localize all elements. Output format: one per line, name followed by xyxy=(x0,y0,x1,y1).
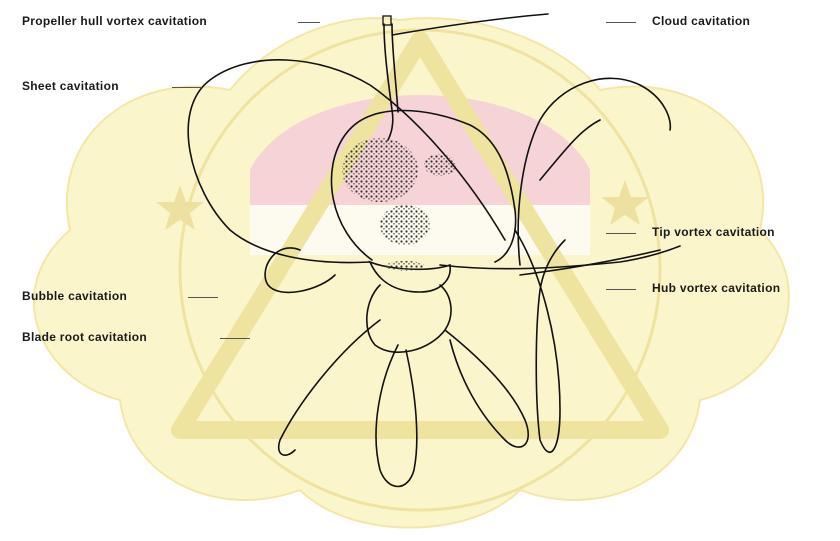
label-tip-vortex: Tip vortex cavitation xyxy=(652,225,775,239)
sheet-cavitation-patch xyxy=(342,138,418,202)
leader-blade-root xyxy=(220,338,250,339)
cloud-cavitation-patch xyxy=(424,154,456,176)
label-cloud: Cloud cavitation xyxy=(652,14,750,28)
leader-tip-vortex xyxy=(606,233,636,234)
leader-sheet xyxy=(172,87,202,88)
leader-cloud xyxy=(606,22,636,23)
label-bubble: Bubble cavitation xyxy=(22,289,127,303)
watermark-seal xyxy=(34,18,789,527)
leader-propeller-hull-vortex xyxy=(298,22,320,23)
hub-cavitation-patch xyxy=(385,261,425,271)
leader-hub-vortex xyxy=(606,289,636,290)
label-blade-root: Blade root cavitation xyxy=(22,330,147,344)
watermark-flower-outline xyxy=(34,18,789,527)
label-hub-vortex: Hub vortex cavitation xyxy=(652,281,780,295)
leader-bubble xyxy=(188,297,218,298)
bubble-cavitation-patch xyxy=(380,205,430,245)
label-propeller-hull-vortex: Propeller hull vortex cavitation xyxy=(22,14,207,28)
label-sheet: Sheet cavitation xyxy=(22,79,119,93)
